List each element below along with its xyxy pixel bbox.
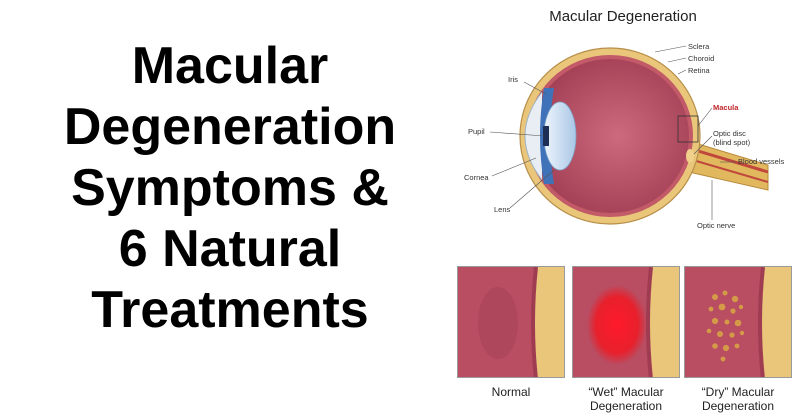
label-cornea: Cornea <box>464 173 489 182</box>
label-retina: Retina <box>688 66 711 75</box>
label-blood-vessels: Blood vessels <box>738 157 785 166</box>
blood-vessel <box>685 157 769 183</box>
headline-line: Treatments <box>91 281 369 339</box>
retina <box>531 59 689 213</box>
caption-wet: “Wet” Macular Degeneration <box>566 385 686 413</box>
caption-line: “Dry” Macular <box>701 385 775 399</box>
headline-line: 6 Natural <box>118 220 342 278</box>
label-optic-disc: Optic disc <box>713 129 746 138</box>
label-choroid: Choroid <box>688 54 714 63</box>
caption-line: Degeneration <box>589 399 663 413</box>
caption-line: Normal <box>491 385 531 399</box>
label-optic-nerve: Optic nerve <box>697 221 735 230</box>
blood-vessel <box>687 146 769 174</box>
headline: Macular Degeneration Symptoms & 6 Natura… <box>0 36 460 341</box>
label-sclera: Sclera <box>688 42 710 51</box>
diagram-title: Macular Degeneration <box>549 8 697 25</box>
cornea <box>524 91 543 181</box>
label-lens: Lens <box>494 205 511 214</box>
headline-line: Symptoms & <box>71 159 389 217</box>
label-iris: Iris <box>508 75 518 84</box>
macula-box <box>677 115 699 143</box>
caption-line: “Wet” Macular <box>588 385 664 399</box>
panel-wet <box>572 266 680 378</box>
label-blind-spot: (blind spot) <box>713 138 751 147</box>
panel-dry <box>684 266 792 378</box>
caption-normal: Normal <box>451 385 571 399</box>
eye-diagram: Sclera Choroid Retina Iris Pupil Cornea … <box>464 42 785 230</box>
label-pupil: Pupil <box>468 127 485 136</box>
optic-disc <box>686 149 694 163</box>
headline-line: Degeneration <box>63 98 397 156</box>
pupil <box>543 126 549 146</box>
headline-line: Macular <box>131 37 329 95</box>
caption-dry: “Dry” Macular Degeneration <box>678 385 798 413</box>
caption-line: Degeneration <box>701 399 775 413</box>
label-macula: Macula <box>713 103 739 112</box>
panel-normal <box>457 266 565 378</box>
